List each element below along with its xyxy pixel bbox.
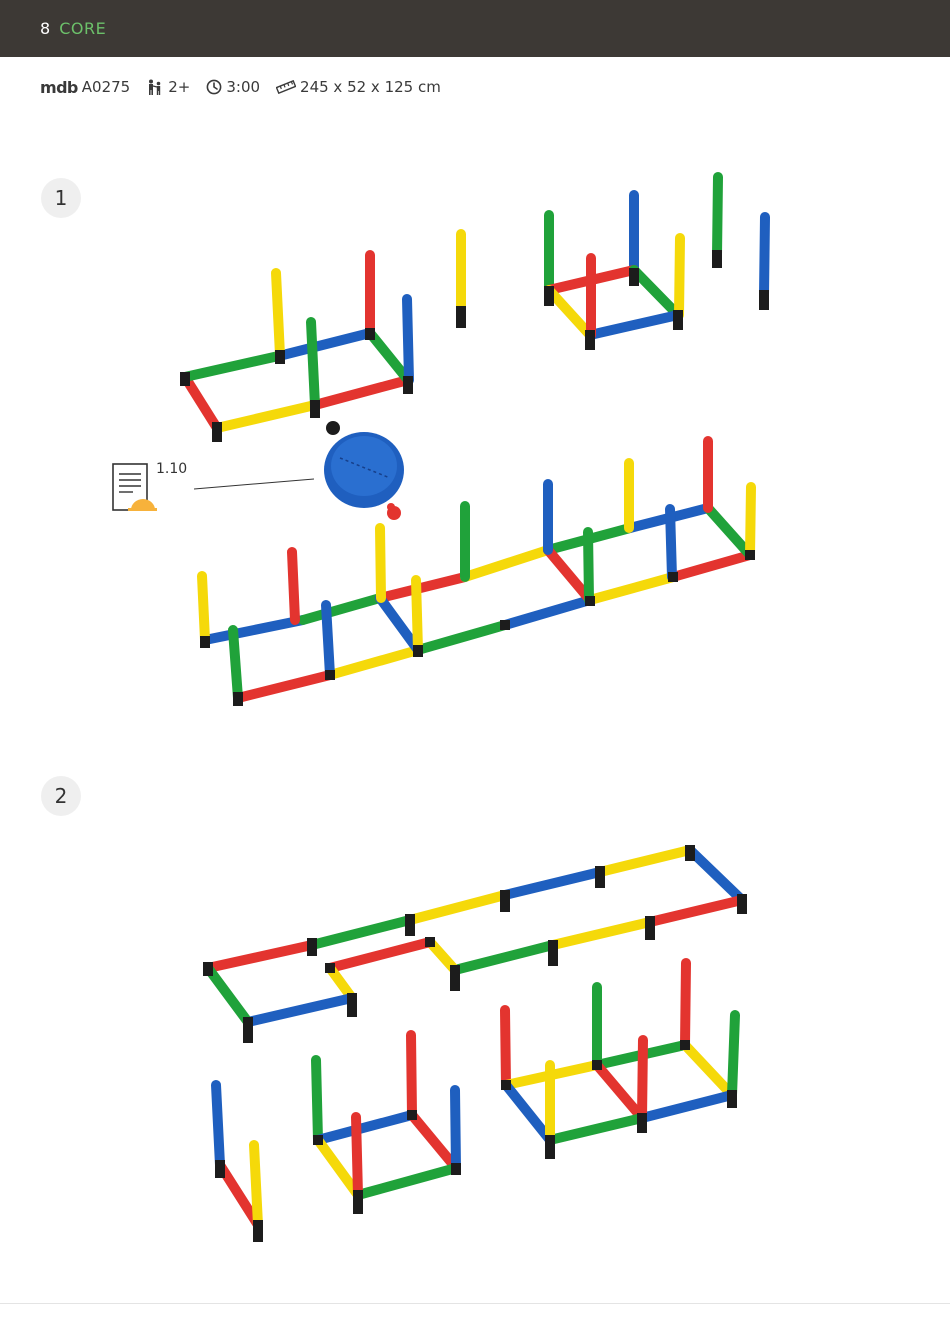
step-2-assembly-illustration [185,830,765,1260]
page-header: 8 CORE [0,0,950,57]
time-value: 3:00 [226,78,260,96]
step-2-number: 2 [41,776,81,816]
model-number: A0275 [82,78,130,96]
section-title: CORE [59,19,106,38]
instruction-sheet-icon [111,462,157,514]
model-info: mdb A0275 [40,78,130,97]
step-1-number: 1 [41,178,81,218]
age-value: 2+ [168,78,190,96]
callout-leader-line [194,478,314,490]
step-1-reference-label: 1.10 [156,461,187,477]
brand-logo: mdb [40,78,78,97]
page-number: 8 [40,19,50,38]
step-1-assembly-illustration [160,160,800,740]
footer-divider [0,1303,950,1304]
ruler-icon [276,80,296,94]
time-info: 3:00 [206,78,260,96]
dimensions-info: 245 x 52 x 125 cm [276,78,441,96]
clock-icon [206,79,222,95]
age-info: 2+ [146,78,190,96]
dimensions-value: 245 x 52 x 125 cm [300,78,441,96]
children-icon [146,79,164,95]
product-info-row: mdb A0275 2+ 3:00 [40,76,457,98]
